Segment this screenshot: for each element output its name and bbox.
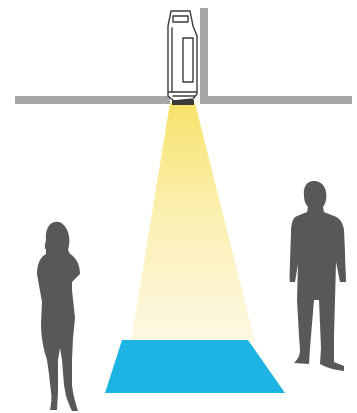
ceiling-panel-right (208, 96, 352, 104)
man-silhouette-icon (289, 181, 346, 371)
light-beam (131, 103, 255, 342)
wall-pillar (200, 8, 208, 104)
ceiling (15, 8, 352, 104)
projector-lens (172, 100, 194, 105)
woman-silhouette-icon (37, 221, 80, 411)
projected-image-area (105, 340, 285, 393)
ceiling-projector-icon (167, 10, 198, 102)
ceiling-panel-left (15, 96, 170, 104)
